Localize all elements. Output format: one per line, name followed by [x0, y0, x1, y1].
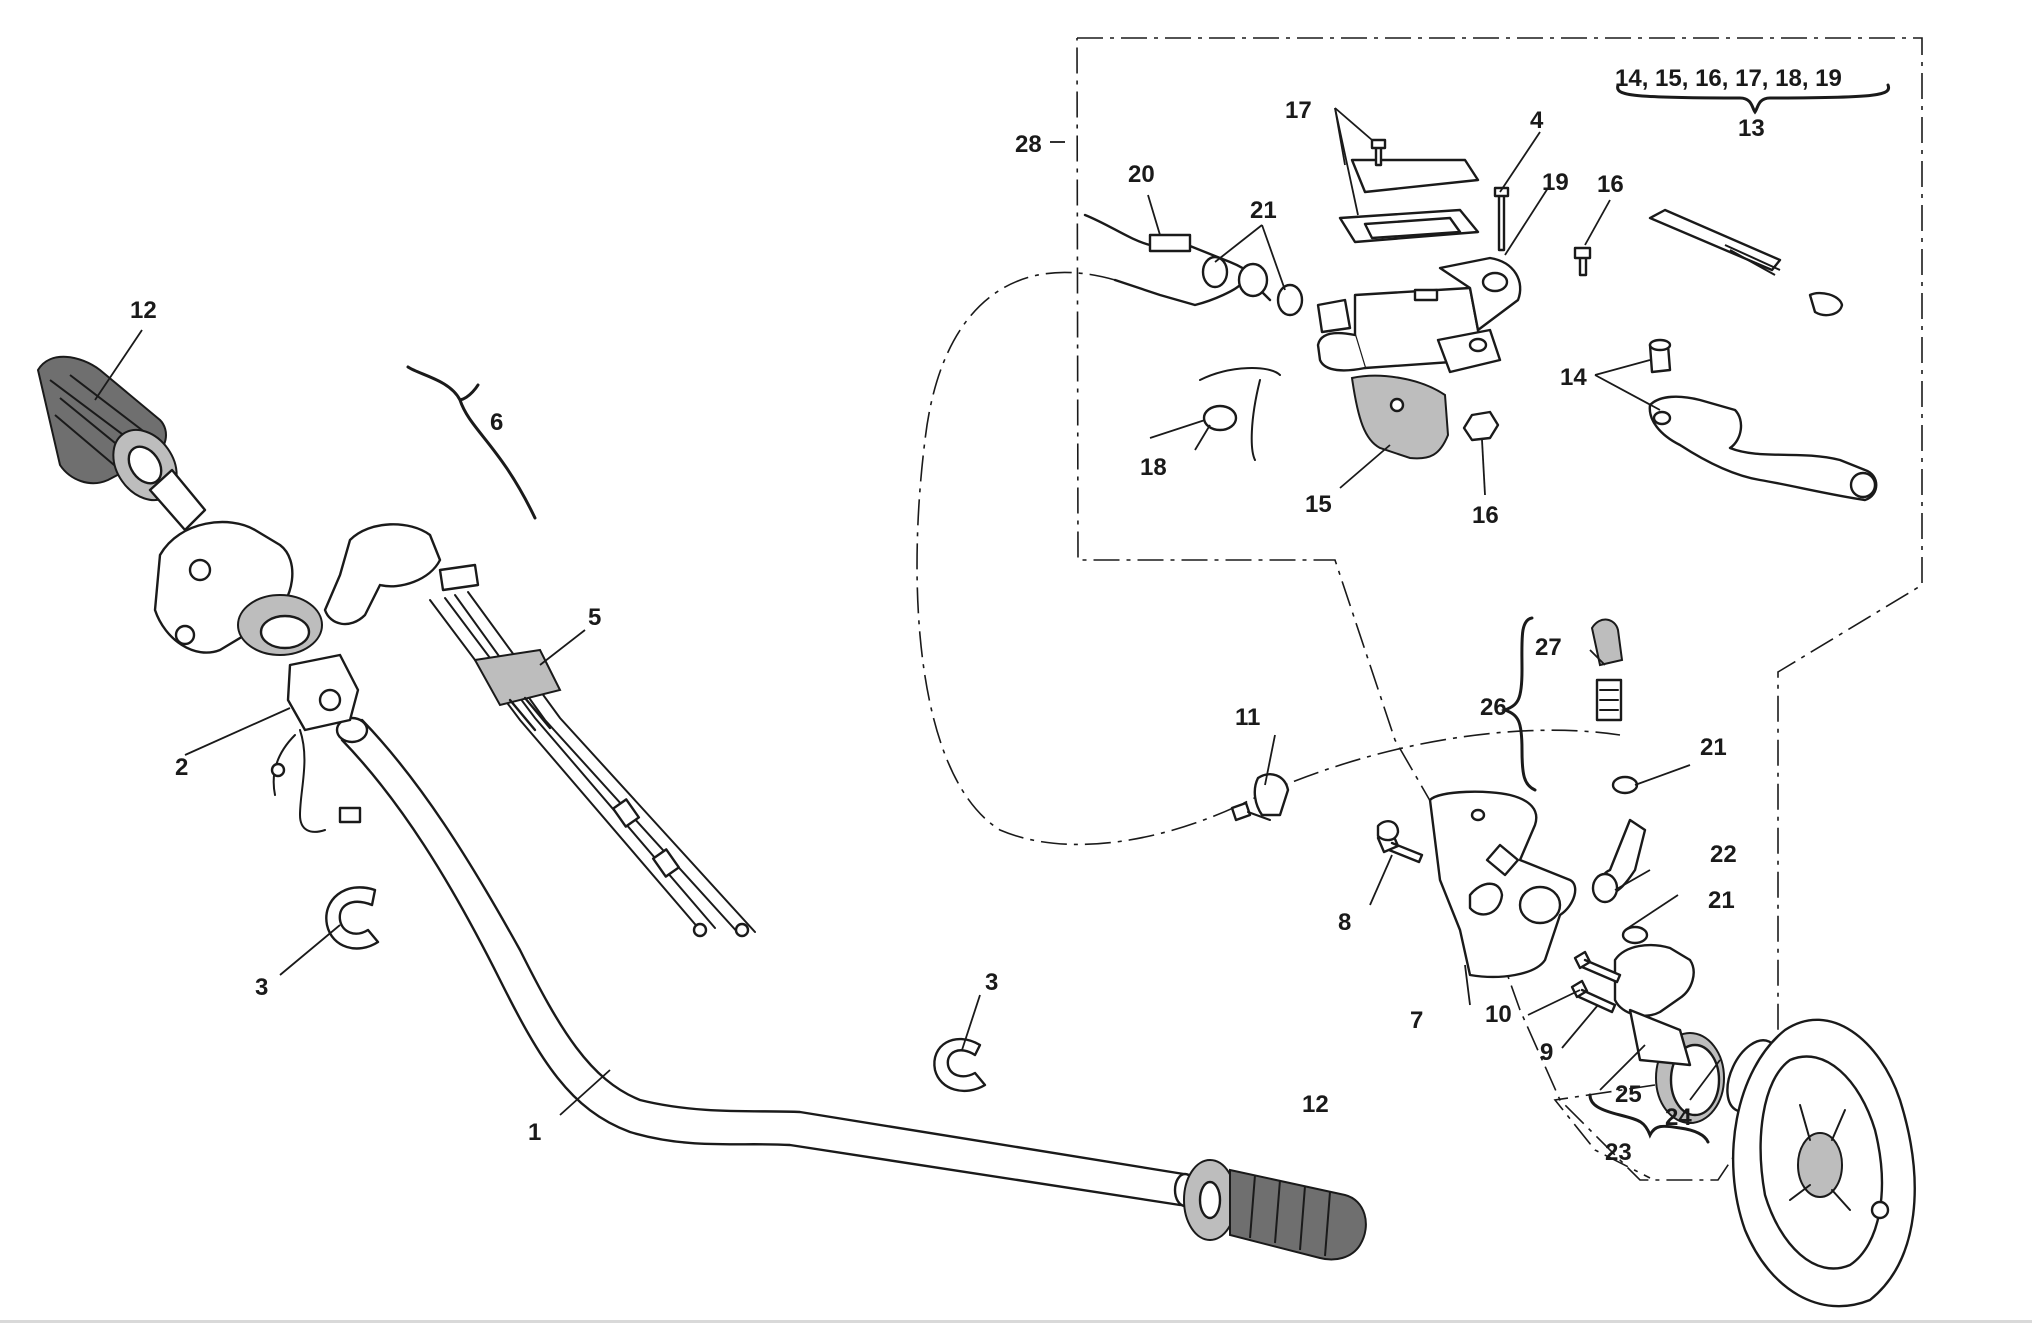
slave-cylinder-cover	[1428, 790, 1577, 978]
brace-6	[406, 365, 537, 520]
assembly-boundary-28	[1076, 37, 1923, 1181]
slave-cylinder-body	[1613, 943, 1725, 1124]
cable-clip	[1230, 773, 1290, 822]
piston-insert	[1202, 404, 1238, 432]
bottom-rule	[0, 1320, 2032, 1323]
bleed-valve	[1590, 618, 1649, 945]
callout-14-set: 14, 15, 16, 17, 18, 19	[1615, 65, 1842, 92]
callout-22: 22	[1710, 841, 1737, 868]
callout-16-top: 16	[1597, 171, 1624, 198]
callout-12-right: 12	[1302, 1091, 1329, 1118]
callout-5: 5	[588, 604, 601, 631]
master-cylinder-outline-arc	[1199, 367, 1281, 461]
callout-15: 15	[1305, 491, 1332, 518]
callout-28: 28	[1015, 131, 1042, 158]
brace-23	[1588, 1093, 1710, 1144]
callout-16-bottom: 16	[1472, 502, 1499, 529]
callout-4: 4	[1530, 107, 1544, 134]
callout-2: 2	[175, 754, 188, 781]
callout-21-lower: 21	[1708, 887, 1735, 914]
callout-3-left: 3	[255, 974, 268, 1001]
callout-20: 20	[1128, 161, 1155, 188]
reservoir-cap	[1338, 158, 1480, 244]
callout-25: 25	[1615, 1081, 1642, 1108]
callout-7: 7	[1410, 1007, 1423, 1034]
circlip-left	[325, 886, 380, 950]
switch-housing-assembly	[153, 520, 480, 833]
slave-cylinder-banjo	[1591, 818, 1647, 904]
callout-6: 6	[490, 409, 503, 436]
brace-13	[1616, 83, 1891, 115]
brace-26	[1500, 616, 1537, 792]
throttle-cables	[429, 591, 756, 938]
pivot-bolt-and-spring	[1648, 208, 1844, 317]
callout-24: 24	[1665, 1104, 1692, 1131]
hose-routing-path	[916, 271, 1621, 846]
hose-fittings-top	[1148, 233, 1352, 334]
callout-3-right: 3	[985, 969, 998, 996]
callout-10: 10	[1485, 1001, 1512, 1028]
master-cylinder-body	[1316, 256, 1522, 374]
handlebar	[335, 716, 1197, 1208]
leader-lines	[94, 107, 1721, 1116]
left-grip	[36, 355, 207, 532]
callout-19: 19	[1542, 169, 1569, 196]
callout-12-left: 12	[130, 297, 157, 324]
callout-23: 23	[1605, 1139, 1632, 1166]
callout-11: 11	[1235, 704, 1260, 731]
callout-26: 26	[1480, 694, 1507, 721]
small-screws	[1370, 138, 1592, 277]
callout-17: 17	[1285, 97, 1312, 124]
callout-21-mid: 21	[1700, 734, 1727, 761]
clutch-cover-housing	[1731, 1018, 1916, 1308]
rubber-boot	[1350, 374, 1450, 460]
callout-14: 14	[1560, 364, 1587, 391]
callout-8: 8	[1338, 909, 1351, 936]
callout-27: 27	[1535, 634, 1562, 661]
callout-21-top: 21	[1250, 197, 1277, 224]
callout-labels: 12 6 5 2 3 3 1 12 11 8 7 10 9 25 24 23 2…	[130, 65, 1842, 1166]
callout-9: 9	[1540, 1039, 1553, 1066]
callout-1: 1	[528, 1119, 541, 1146]
callout-13: 13	[1738, 115, 1765, 142]
right-grip	[1183, 1159, 1367, 1261]
pivot-bushing-and-nut	[1462, 338, 1672, 442]
callout-18: 18	[1140, 454, 1167, 481]
clutch-lever	[1648, 395, 1878, 502]
circlip-right	[933, 1037, 987, 1093]
cover-screw	[1376, 820, 1400, 842]
boundary-extension-lower	[1553, 1084, 1656, 1179]
